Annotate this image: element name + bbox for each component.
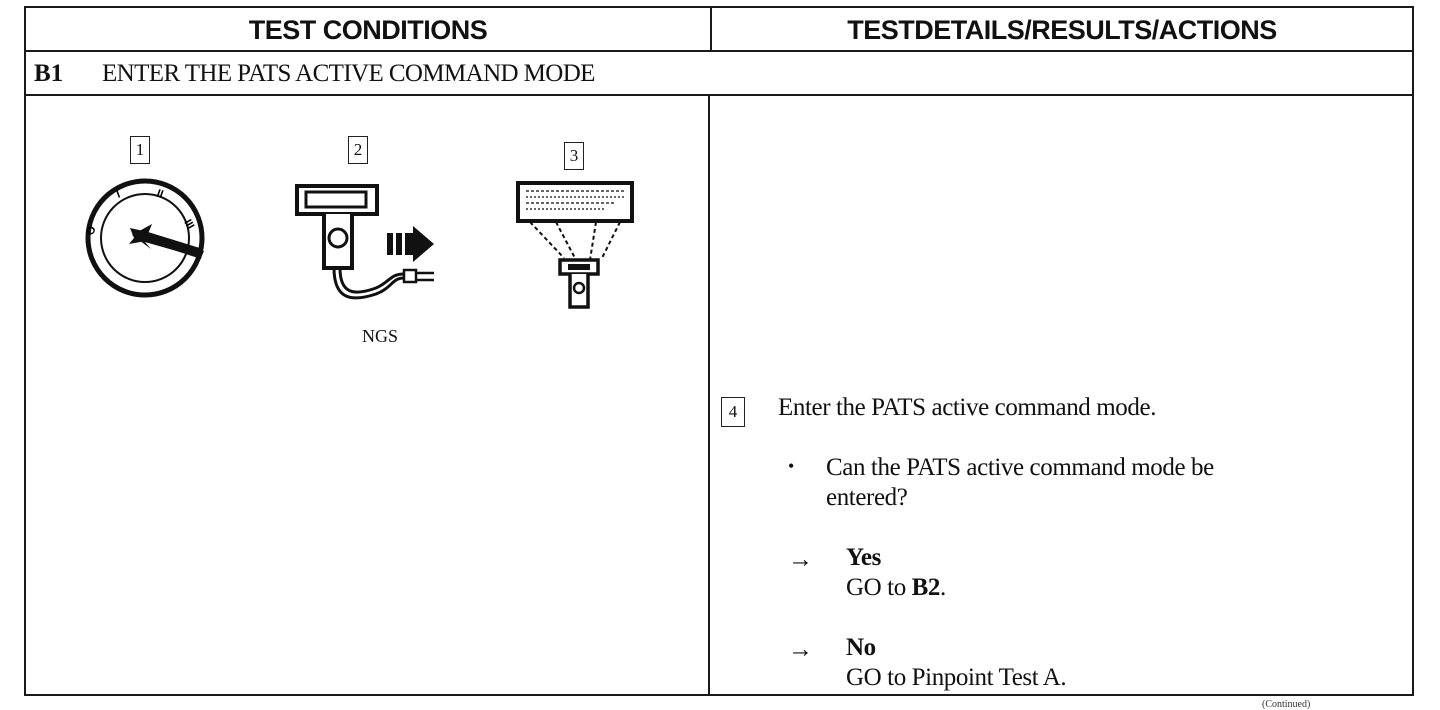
yes-action-target: B2 [911, 574, 941, 601]
bullet-icon: • [788, 456, 794, 476]
action-instruction: Enter the PATS active command mode. [778, 394, 1157, 421]
yes-label: Yes [846, 544, 881, 571]
action-question-line1: Can the PATS active command mode be [826, 454, 1214, 481]
yes-arrow-icon: → [788, 546, 813, 573]
yes-action: GO to B2. [846, 574, 946, 602]
step-title: ENTER THE PATS ACTIVE COMMAND MODE [102, 60, 595, 87]
action-question-line2: entered? [826, 484, 908, 511]
figure-1-number: 1 [130, 136, 150, 164]
step-title-row: B1 ENTER THE PATS ACTIVE COMMAND MODE [26, 52, 1412, 96]
step-id: B1 [34, 60, 64, 87]
no-arrow-icon: → [788, 636, 813, 663]
column-divider [708, 96, 710, 696]
step-4-number: 4 [721, 397, 745, 427]
svg-text:II: II [155, 188, 165, 201]
ignition-switch-icon: O I II III [84, 178, 205, 298]
header-divider [710, 8, 712, 50]
svg-text:I: I [115, 188, 122, 200]
ngs-tester-connect-icon [295, 184, 434, 300]
yes-action-suffix: . [940, 574, 946, 601]
table-header-row: TEST CONDITIONS TESTDETAILS/RESULTS/ACTI… [26, 8, 1412, 52]
continued-note: (Continued) [1262, 699, 1311, 710]
figure-2-caption: NGS [362, 326, 399, 346]
tester-display-icon [516, 181, 634, 309]
figure-2-number: 2 [348, 136, 368, 164]
test-table: TEST CONDITIONS TESTDETAILS/RESULTS/ACTI… [24, 6, 1414, 696]
header-test-conditions: TEST CONDITIONS [248, 15, 488, 45]
figure-3-number: 3 [564, 142, 584, 170]
no-action: GO to Pinpoint Test A. [846, 664, 1067, 691]
yes-action-prefix: GO to [846, 574, 912, 601]
header-test-details: TESTDETAILS/RESULTS/ACTIONS [847, 15, 1277, 45]
no-label: No [846, 634, 876, 661]
